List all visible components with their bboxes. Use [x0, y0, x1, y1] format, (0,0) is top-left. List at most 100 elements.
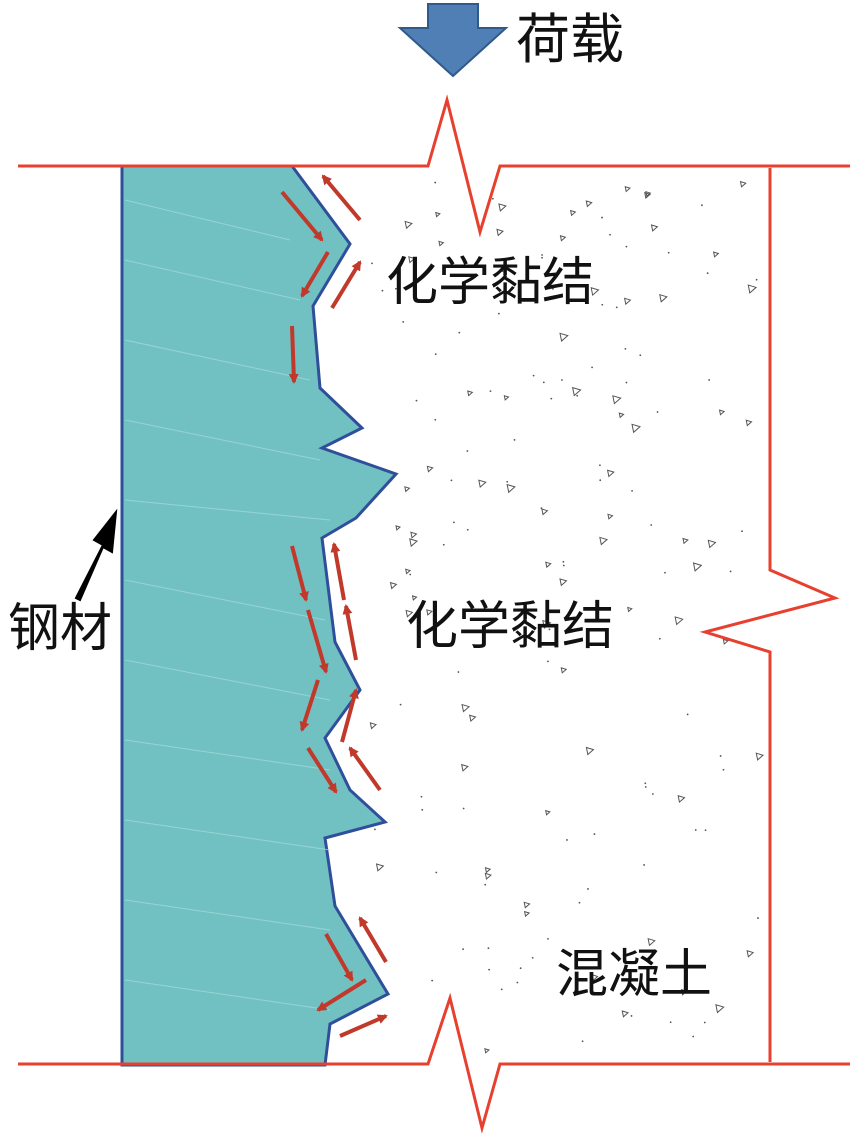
- aggregate-speck: [650, 224, 659, 232]
- aggregate-dot: [625, 381, 628, 384]
- bond-arrow: [339, 1014, 388, 1038]
- aggregate-dot: [729, 570, 732, 573]
- aggregate-speck: [523, 901, 531, 909]
- bond-arrow: [342, 604, 358, 661]
- bond-arrow: [306, 746, 338, 794]
- aggregate-dot: [462, 807, 465, 810]
- aggregate-dot: [667, 251, 670, 254]
- bond-arrow: [340, 688, 359, 743]
- aggregate-speck: [545, 809, 551, 816]
- aggregate-speck: [623, 297, 632, 306]
- aggregate-dot: [581, 1040, 584, 1043]
- aggregate-speck: [745, 419, 753, 427]
- aggregate-dot: [650, 524, 653, 526]
- aggregate-dot: [599, 479, 602, 482]
- aggregate-dot: [371, 262, 373, 265]
- aggregate-dot: [431, 979, 434, 982]
- bond-arrow: [290, 545, 309, 602]
- aggregate-speck: [461, 763, 469, 772]
- aggregate-speck: [746, 950, 755, 958]
- aggregate-speck: [541, 508, 549, 516]
- aggregate-dot: [462, 948, 464, 951]
- aggregate-speck: [591, 974, 599, 982]
- concrete-boundary: [18, 94, 850, 238]
- aggregate-dot: [704, 829, 707, 832]
- aggregate-dot: [669, 1021, 672, 1024]
- aggregate-dot: [562, 564, 565, 567]
- chemical-bond-label-lower: 化学黏结: [406, 597, 614, 657]
- aggregate-dot: [561, 379, 563, 381]
- aggregate-dot: [625, 245, 628, 248]
- aggregate-speck: [395, 525, 402, 531]
- aggregate-speck: [438, 240, 445, 247]
- aggregate-dot: [631, 489, 633, 492]
- aggregate-dot: [576, 638, 579, 641]
- aggregate-dot: [703, 1021, 706, 1024]
- aggregate-dot: [566, 839, 568, 841]
- aggregate-speck: [467, 390, 474, 397]
- aggregate-speck: [627, 606, 633, 613]
- aggregate-speck: [542, 619, 552, 630]
- aggregate-dot: [466, 528, 469, 531]
- aggregate-speck: [599, 536, 609, 546]
- aggregate-speck: [585, 200, 593, 208]
- aggregate-dot: [701, 204, 703, 207]
- aggregate-dot: [708, 379, 711, 381]
- aggregate-dot: [541, 254, 543, 256]
- aggregate-dot: [591, 366, 593, 369]
- aggregate-speck: [559, 578, 568, 587]
- aggregate-dot: [484, 883, 487, 886]
- aggregate-dot: [402, 321, 405, 323]
- aggregate-speck: [572, 386, 582, 397]
- aggregate-dot: [466, 450, 469, 452]
- aggregate-dot: [489, 390, 492, 393]
- aggregate-speck: [606, 469, 615, 478]
- aggregate-dot: [562, 560, 565, 563]
- aggregate-dot: [576, 394, 579, 397]
- aggregate-speck: [559, 235, 567, 242]
- aggregate-speck: [645, 190, 652, 198]
- aggregate-dot: [542, 381, 545, 384]
- aggregate-dot: [491, 197, 494, 200]
- aggregate-dot: [722, 768, 725, 771]
- aggregate-speck: [405, 568, 412, 575]
- aggregate-speck: [718, 409, 726, 416]
- aggregate-speck: [674, 616, 684, 626]
- aggregate-dot: [434, 181, 437, 184]
- bond-arrow: [299, 679, 320, 732]
- aggregate-speck: [484, 872, 492, 880]
- aggregate-dot: [374, 828, 376, 831]
- bond-arrow: [330, 260, 362, 310]
- aggregate-dot: [706, 272, 709, 275]
- aggregate-dot: [513, 439, 516, 441]
- aggregate-dot: [516, 981, 519, 984]
- aggregate-speck: [498, 203, 507, 212]
- aggregate-speck: [404, 220, 413, 230]
- aggregate-dot: [552, 287, 554, 290]
- aggregate-dot: [643, 864, 645, 866]
- aggregate-speck: [624, 185, 631, 193]
- aggregate-dot: [686, 713, 689, 716]
- aggregate-dot: [453, 521, 455, 524]
- aggregate-dot: [639, 354, 642, 357]
- concrete-region: [325, 100, 835, 1128]
- aggregate-speck: [682, 537, 689, 545]
- aggregate-dot: [578, 901, 581, 904]
- aggregate-dot: [458, 331, 461, 334]
- aggregate-dot: [541, 256, 543, 259]
- aggregate-dot: [547, 660, 549, 663]
- aggregate-dot: [547, 938, 549, 940]
- aggregate-speck: [405, 609, 414, 618]
- aggregate-speck: [426, 465, 434, 473]
- bond-arrow: [300, 250, 330, 298]
- aggregate-speck: [523, 910, 531, 918]
- aggregate-speck: [411, 595, 418, 601]
- aggregate-speck: [707, 539, 717, 549]
- bond-arrow: [321, 174, 362, 222]
- aggregate-speck: [496, 228, 504, 237]
- aggregate-dot: [664, 571, 666, 574]
- aggregate-dot: [519, 967, 522, 970]
- bond-arrow: [348, 746, 382, 792]
- steel-section: [120, 164, 399, 1067]
- aggregate-speck: [755, 752, 765, 761]
